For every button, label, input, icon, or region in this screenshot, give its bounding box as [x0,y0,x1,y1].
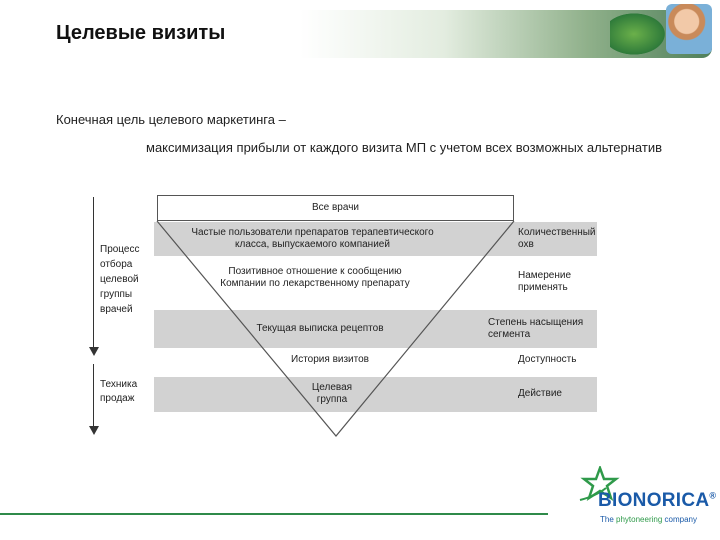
right-label-2: Намерение применять [518,270,572,293]
funnel-band-3 [154,377,597,412]
process-arrow-line [93,197,94,347]
right-label-5: Действие [518,388,562,399]
header-photo [666,4,712,54]
leaf-stroke-icon [579,487,607,501]
funnel-outline [156,220,515,437]
page-title: Целевые визиты [56,22,226,44]
technique-arrow-line [93,364,94,426]
process-arrow-head [89,347,99,356]
funnel-band-2 [154,310,597,348]
funnel-level-2: Позитивное отношение к сообщению Компани… [220,266,410,289]
tagline-highlight: phytoneering [616,515,663,524]
tagline: The phytoneering company [600,515,697,524]
funnel-level-5: Целевая группа [311,382,353,405]
funnel-level-4: История визитов [291,354,369,365]
trademark: ® [709,490,717,501]
bionorica-logo [579,466,620,501]
brand-text: BIONORICA [598,490,710,511]
tagline-prefix: The [600,515,614,524]
brand-name: BIONORICA® [598,490,716,512]
right-label-3: Степень насыщения сегмента [488,317,584,340]
funnel-top-box [157,195,514,221]
tagline-suffix: company [664,515,697,524]
right-label-4: Доступность [518,354,577,365]
footer-divider [0,513,548,515]
technique-arrow-head [89,426,99,435]
right-label-1: Количественный охв [518,227,596,250]
funnel-band-1 [154,222,597,256]
leaf-image [610,10,670,58]
subtitle: Конечная цель целевого маркетинга – [56,112,286,127]
funnel-level-1: Частые пользователи препаратов терапевти… [191,227,434,250]
funnel-top-label: Все врачи [311,202,360,213]
left-label-process: Процесс отбора целевой группы врачей [100,244,140,315]
left-label-technique: Техника продаж [100,379,138,404]
funnel-level-3: Текущая выписка рецептов [256,323,384,334]
description: максимизация прибыли от каждого визита М… [146,140,662,155]
